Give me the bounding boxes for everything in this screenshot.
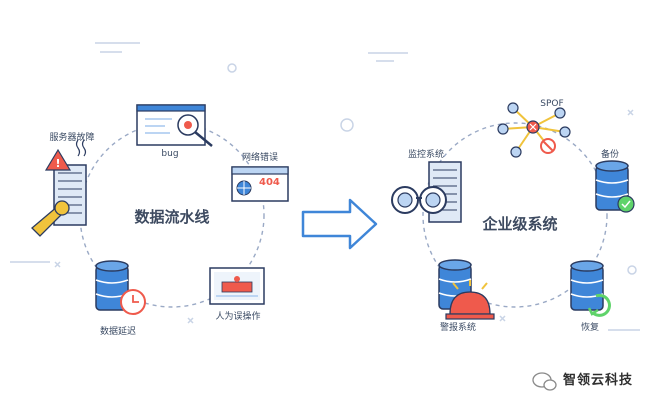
data-delay-icon — [95, 260, 146, 315]
backup-label: 备份 — [600, 150, 620, 160]
enterprise-title: 企业级系统 — [482, 215, 558, 233]
network-error-icon — [231, 166, 289, 202]
alarm-label: 警报系统 — [439, 323, 477, 333]
network-error-label: 网络错误 — [241, 153, 279, 163]
bug-label: bug — [161, 149, 179, 159]
bug-monitor-icon — [136, 104, 213, 147]
svg-text:!: ! — [55, 157, 60, 170]
server-failure-label: 服务器故障 — [49, 133, 95, 143]
watermark: 智领云科技 — [530, 369, 633, 388]
background-decorations — [10, 42, 640, 331]
transition-arrow-icon — [301, 198, 378, 250]
recovery-label: 恢复 — [580, 323, 600, 333]
wechat-icon — [532, 372, 557, 391]
human-error-label: 人为误操作 — [215, 312, 261, 322]
human-error-icon — [209, 267, 265, 305]
alarm-icon — [438, 259, 495, 320]
pipeline-title: 数据流水线 — [134, 208, 210, 226]
spof-network-icon — [497, 102, 571, 158]
monitoring-label: 监控系统 — [407, 150, 445, 160]
right-cycle-ring — [422, 122, 608, 308]
error-code-404: 404 — [259, 177, 280, 188]
recovery-icon — [570, 260, 611, 317]
data-delay-label: 数据延迟 — [99, 327, 137, 337]
server-failure-icon: ! — [31, 139, 87, 237]
backup-icon — [595, 160, 635, 213]
monitoring-icon — [391, 161, 462, 223]
spof-label: SPOF — [540, 99, 564, 109]
watermark-text: 智领云科技 — [563, 373, 634, 388]
